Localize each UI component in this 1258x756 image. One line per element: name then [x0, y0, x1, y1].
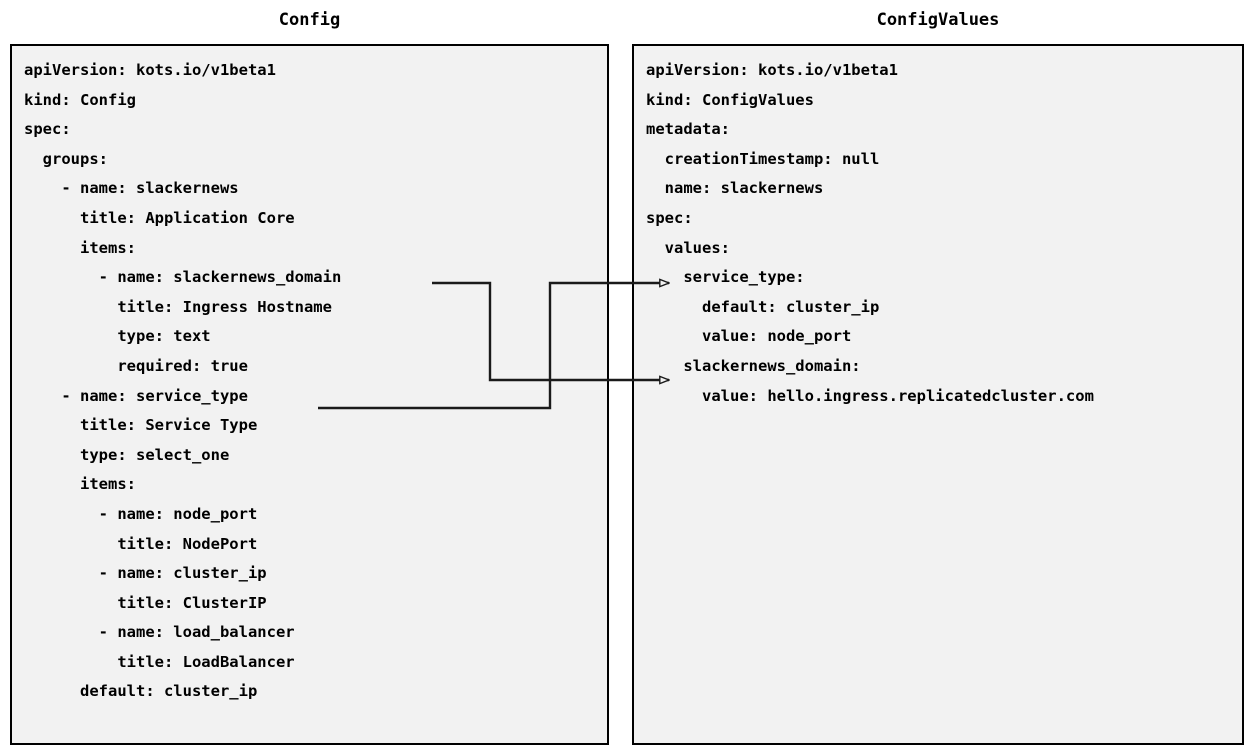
configvalues-yaml-line: value: hello.ingress.replicatedcluster.c… [646, 386, 1094, 405]
configvalues-yaml-block: apiVersion: kots.io/v1beta1 kind: ConfigV… [646, 56, 1238, 411]
configvalues-panel: apiVersion: kots.io/v1beta1 kind: ConfigV… [632, 44, 1244, 745]
config-yaml-line: kind: Config [24, 90, 136, 109]
configvalues-yaml-line: values: [646, 238, 730, 257]
config-yaml-line: groups: [24, 149, 108, 168]
config-yaml-line: title: Application Core [24, 208, 295, 227]
config-yaml-line: spec: [24, 120, 71, 139]
config-yaml-line: title: Ingress Hostname [24, 297, 332, 316]
config-yaml-line: - name: slackernews_domain [24, 268, 342, 287]
config-yaml-line: type: select_one [24, 445, 230, 464]
configvalues-yaml-line: kind: ConfigValues [646, 90, 814, 109]
config-yaml-line: title: Service Type [24, 416, 258, 435]
configvalues-yaml-line: service_type: [646, 268, 805, 287]
config-panel-title: Config [278, 10, 341, 30]
config-yaml-line: - name: cluster_ip [24, 564, 267, 583]
config-yaml-line: items: [24, 475, 136, 494]
config-yaml-line: - name: service_type [24, 386, 248, 405]
config-yaml-line: title: NodePort [24, 534, 258, 553]
config-yaml-line: type: text [24, 327, 211, 346]
config-yaml-line: title: LoadBalancer [24, 652, 295, 671]
configvalues-yaml-line: apiVersion: kots.io/v1beta1 [646, 61, 898, 79]
config-yaml-line: apiVersion: kots.io/v1beta1 [24, 61, 276, 79]
configvalues-panel-title: ConfigValues [876, 10, 1000, 30]
configvalues-yaml-line: spec: [646, 208, 693, 227]
config-yaml-line: default: cluster_ip [24, 682, 258, 701]
config-yaml-line: - name: load_balancer [24, 623, 295, 642]
config-yaml-line: items: [24, 238, 136, 257]
configvalues-yaml-line: name: slackernews [646, 179, 824, 198]
config-yaml-line: - name: node_port [24, 504, 258, 523]
config-yaml-line: required: true [24, 356, 248, 375]
configvalues-yaml-line: creationTimestamp: null [646, 149, 880, 168]
config-yaml-line: title: ClusterIP [24, 593, 267, 612]
config-yaml-block: apiVersion: kots.io/v1beta1 kind: Config s… [24, 56, 603, 707]
configvalues-yaml-line: slackernews_domain: [646, 356, 861, 375]
config-yaml-line: - name: slackernews [24, 179, 239, 198]
configvalues-yaml-line: value: node_port [646, 327, 852, 346]
configvalues-yaml-line: default: cluster_ip [646, 297, 880, 316]
configvalues-yaml-line: metadata: [646, 120, 730, 139]
config-panel: apiVersion: kots.io/v1beta1 kind: Config s… [10, 44, 609, 745]
